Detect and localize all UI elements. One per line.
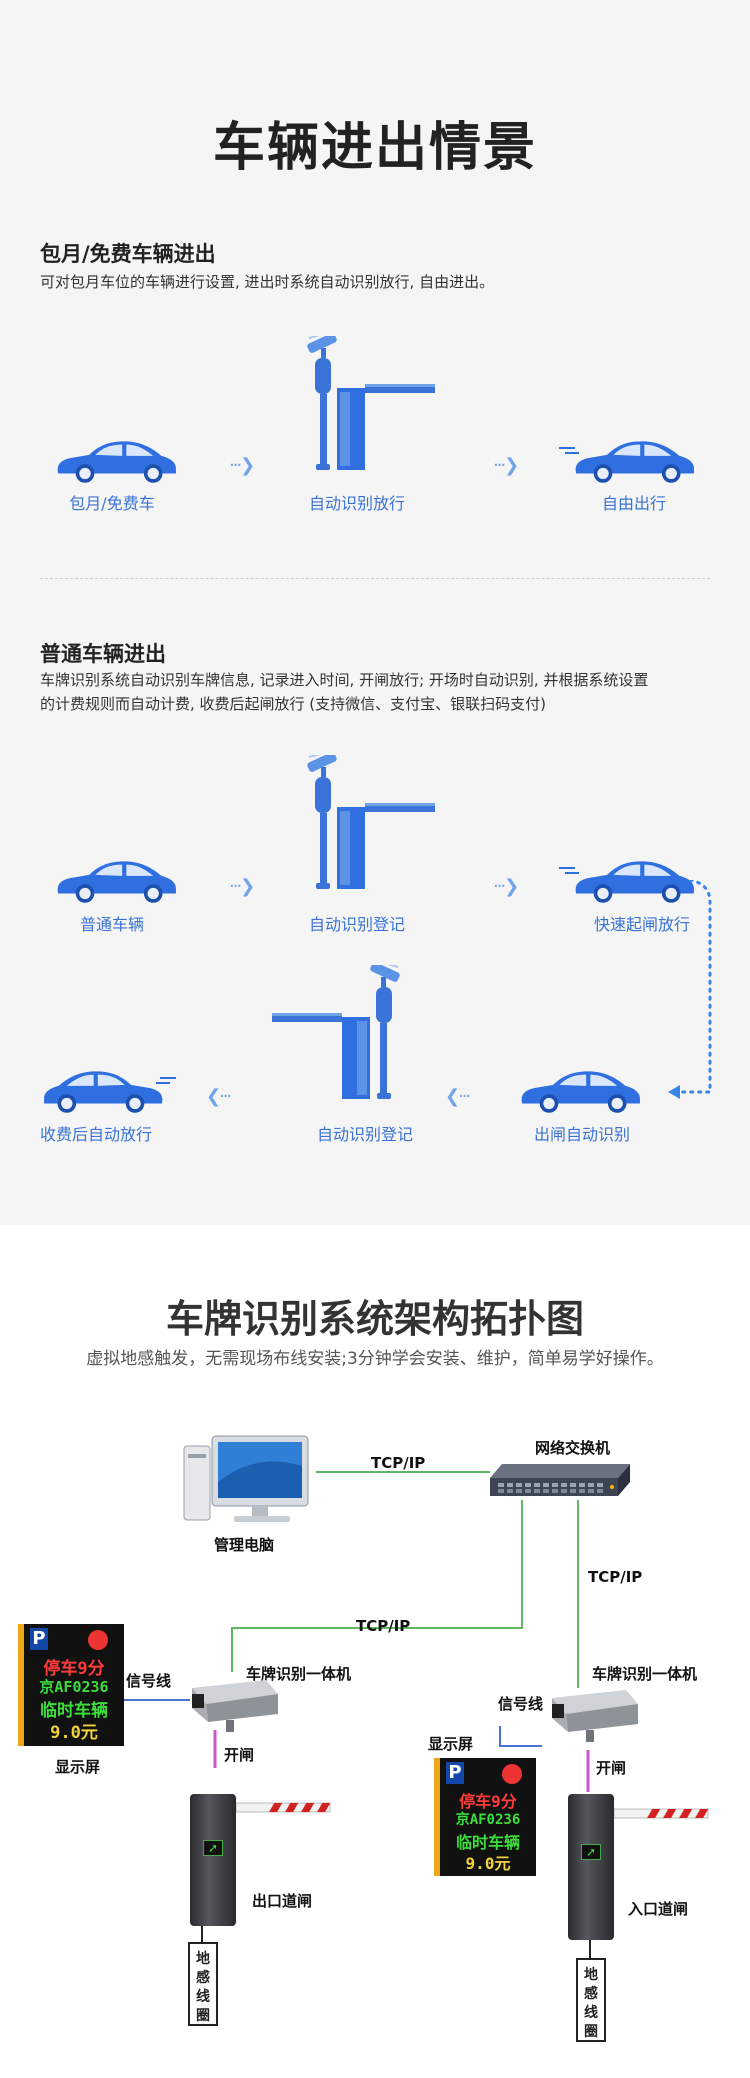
right-display-screen: P 停车9分 京AF0236 临时车辆 9.0元 [434,1758,536,1876]
left-screen-line3: 临时车辆 [40,1701,108,1721]
pc-label: 管理电脑 [214,1536,275,1554]
right-lpr-camera-icon [552,1690,638,1742]
flow-label-paid-release: 收费后自动放行 [39,1125,152,1144]
section2-description-line2: 的计费规则而自动计费, 收费后起闸放行 (支持微信、支付宝、银联扫码支付) [40,695,547,713]
left-screen-line1: 停车9分 [43,1659,105,1679]
car-icon [518,1062,642,1114]
page-title: 车辆进出情景 [212,118,537,178]
right-camera-label: 车牌识别一体机 [592,1665,698,1683]
right-ground-loop-label: 地感线圈 [576,1958,606,2042]
tcpip-label-pc: TCP/IP [371,1454,426,1472]
left-display-screen: P 停车9分 京AF0236 临时车辆 9.0元 [18,1624,124,1746]
barrier-gate-icon [307,755,437,895]
divider [40,578,710,579]
car-icon [572,432,696,484]
flow-label-auto-register-exit: 自动识别登记 [316,1125,413,1144]
barrier-gate-icon [307,336,437,476]
right-display-label: 显示屏 [428,1735,474,1753]
speed-lines-icon [152,1076,176,1088]
flow-label-free-exit: 自由出行 [601,494,666,513]
left-display-label: 显示屏 [55,1758,101,1776]
section1-title: 包月/免费车辆进出 [40,242,216,266]
right-screen-line1: 停车9分 [459,1792,517,1811]
section1-description: 可对包月车位的车辆进行设置, 进出时系统自动识别放行, 自由进出。 [40,273,495,291]
gate-arrow-icon: ➚ [581,1844,601,1860]
right-screen-p-sign: P [446,1762,464,1784]
entrance-gate-label: 入口道闸 [628,1900,689,1918]
flow-arrow-icon: ❮··· [445,1086,471,1107]
flow-label-exit-recognize: 出闸自动识别 [533,1125,630,1144]
switch-label: 网络交换机 [535,1439,611,1457]
management-pc-icon [183,1435,309,1522]
exit-barrier-gate-cabinet: ➚ [190,1794,236,1926]
left-camera-label: 车牌识别一体机 [246,1665,352,1683]
car-icon [54,852,178,904]
flow-arrow-icon: ···❯ [229,876,255,897]
right-screen-line4: 9.0元 [465,1854,511,1873]
exit-gate-label: 出口道闸 [252,1892,313,1910]
network-switch-icon [490,1464,630,1496]
topology-connections [120,1471,591,1958]
exit-barrier-arm [236,1802,331,1813]
tcpip-label-left: TCP/IP [356,1617,411,1635]
left-screen-p-sign: P [30,1628,48,1650]
flow-label-auto-register: 自动识别登记 [308,915,405,934]
right-screen-line2: 京AF0236 [455,1812,521,1828]
return-path-connector [668,880,712,1099]
right-screen-red-light-icon [502,1764,522,1784]
barrier-gate-icon [270,965,400,1105]
right-open-label: 开闸 [596,1759,627,1777]
car-icon [42,1062,166,1114]
gate-arrow-icon: ➚ [203,1840,223,1856]
left-open-label: 开闸 [224,1746,255,1764]
left-lpr-camera-icon [192,1680,278,1732]
flow-arrow-icon: ···❯ [493,876,519,897]
entrance-barrier-arm [614,1808,709,1819]
left-signal-label: 信号线 [126,1672,172,1690]
flow-label-ordinary-car: 普通车辆 [79,915,144,934]
section2-description-line1: 车牌识别系统自动识别车牌信息, 记录进入时间, 开闸放行; 开场时自动识别, 并… [40,671,649,689]
topology-title: 车牌识别系统架构拓扑图 [165,1297,584,1341]
tcpip-label-right: TCP/IP [588,1568,643,1586]
left-screen-line4: 9.0元 [50,1723,98,1743]
section2-title: 普通车辆进出 [40,642,166,666]
right-screen-line3: 临时车辆 [455,1833,520,1852]
flow-arrow-icon: ···❯ [493,455,519,476]
left-ground-loop-label: 地感线圈 [188,1942,218,2026]
left-screen-line2: 京AF0236 [39,1678,109,1696]
flow-label-monthly-car: 包月/免费车 [69,494,155,513]
flow-arrow-icon: ···❯ [229,455,255,476]
entrance-barrier-gate-cabinet: ➚ [568,1794,614,1940]
topology-subtitle: 虚拟地感触发，无需现场布线安装;3分钟学会安装、维护，简单易学好操作。 [86,1349,664,1369]
left-screen-red-light-icon [88,1630,108,1650]
scenario-panel [0,0,750,1225]
flow-arrow-icon: ❮··· [206,1086,232,1107]
flow-label-auto-release: 自动识别放行 [308,494,405,513]
car-icon [54,432,178,484]
right-signal-label: 信号线 [498,1695,544,1713]
flow-label-fast-open: 快速起闸放行 [593,915,690,934]
